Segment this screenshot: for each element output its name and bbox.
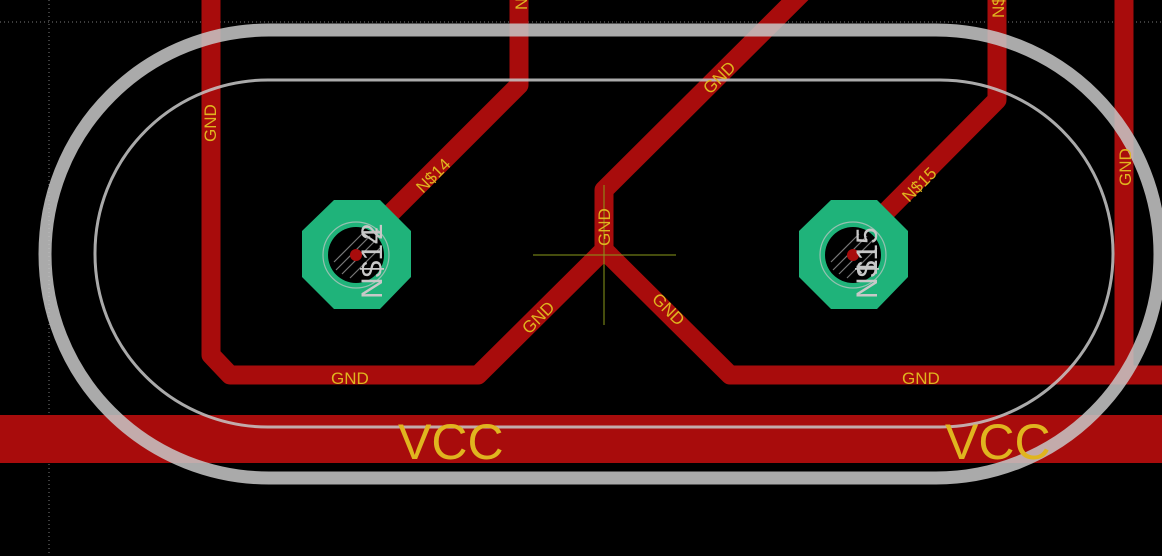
vcc-label-left: VCC [398, 414, 504, 470]
component-outline [38, 23, 1162, 485]
gnd-label-bottom-left: GND [331, 369, 369, 388]
gnd-label-center: GND [595, 208, 614, 246]
n15-trace [839, 0, 1007, 259]
gnd-trace-right [590, 236, 1162, 385]
vcc-label-right: VCC [945, 414, 1051, 470]
pad-left-number: 2 [356, 223, 389, 240]
vcc-trace[interactable] [0, 415, 1162, 463]
outline-inner [93, 78, 1115, 429]
origin-crosshair [533, 185, 676, 325]
pad-left[interactable] [302, 200, 411, 309]
n15-label-top: N$15 [989, 0, 1008, 18]
pad-right[interactable] [799, 200, 908, 309]
gnd-label-right-vertical: GND [1116, 148, 1135, 186]
gnd-label-bottom-right: GND [902, 369, 940, 388]
pad-right-number: 1 [851, 259, 884, 276]
pad-left-net: N$14 [356, 227, 389, 299]
gnd-label-left-vertical: GND [201, 104, 220, 142]
signal-traces[interactable] [343, 0, 1007, 261]
gnd-traces[interactable] [201, 0, 1162, 385]
outline-outer [38, 23, 1162, 485]
n14-trace [343, 0, 529, 261]
gnd-trace-left [201, 0, 618, 385]
n14-label-top: N$14 [512, 0, 531, 10]
pad-right-net: N$15 [851, 227, 884, 299]
gnd-trace-center-up [594, 0, 809, 260]
